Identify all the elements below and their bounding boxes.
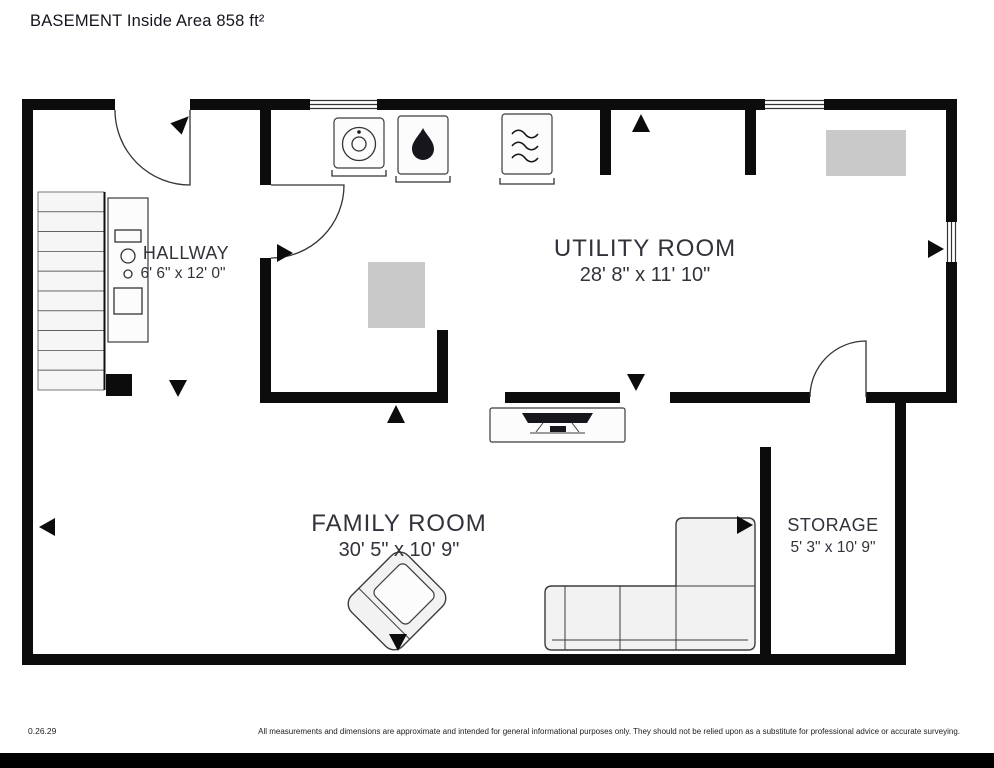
- wall: [946, 99, 957, 222]
- stair-tread: [37, 369, 105, 391]
- windows: [310, 99, 957, 262]
- disclaimer-text: All measurements and dimensions are appr…: [258, 727, 960, 736]
- stair-tread: [37, 211, 105, 233]
- door-icon: [114, 109, 191, 186]
- door-icon: [809, 340, 867, 398]
- wall: [866, 392, 957, 403]
- shelving-icon: [107, 197, 149, 343]
- wall: [437, 330, 448, 403]
- window-icon: [310, 99, 377, 110]
- bottom-bar: [0, 753, 994, 768]
- wall: [22, 99, 115, 110]
- walls: [22, 99, 957, 665]
- wall: [946, 262, 957, 403]
- washer-icon: [331, 117, 387, 177]
- stairs-icon: [37, 191, 106, 391]
- wall: [22, 99, 33, 665]
- armchair-icon: [347, 551, 447, 651]
- room-name-utility: UTILITY ROOM: [554, 235, 736, 262]
- direction-arrow-icon: [737, 516, 753, 534]
- stair-tread: [37, 250, 105, 272]
- direction-arrow-icon: [928, 240, 944, 258]
- room-dims-utility: 28' 8" x 11' 10": [580, 264, 710, 286]
- direction-arrow-icon: [627, 374, 645, 391]
- wall: [260, 392, 448, 403]
- wall: [260, 110, 271, 185]
- sectional-sofa-icon: [544, 517, 756, 651]
- tv-console-icon: [489, 407, 626, 443]
- direction-arrow-icon: [170, 116, 189, 135]
- plan-version: 0.26.29: [28, 726, 57, 736]
- wall: [505, 392, 620, 403]
- stair-tread: [37, 349, 105, 371]
- window-icon: [946, 222, 957, 262]
- direction-arrow-icon: [632, 114, 650, 132]
- room-name-storage: STORAGE: [787, 515, 878, 535]
- wall: [895, 403, 906, 665]
- wall: [106, 374, 132, 396]
- room-dims-storage: 5' 3" x 10' 9": [790, 539, 875, 556]
- wall: [745, 110, 756, 175]
- stair-tread: [37, 330, 105, 351]
- room-name-hallway: HALLWAY: [143, 243, 229, 263]
- wall: [760, 447, 771, 654]
- equipment-icon: [368, 262, 425, 328]
- stair-tread: [37, 290, 105, 312]
- room-labels: HALLWAY 6' 6" x 12' 0" UTILITY ROOM 28' …: [140, 235, 878, 561]
- room-name-family: FAMILY ROOM: [311, 510, 486, 537]
- direction-arrow-icon: [389, 634, 407, 651]
- direction-arrow-icon: [39, 518, 55, 536]
- stair-tread: [37, 191, 105, 213]
- direction-arrow-icon: [387, 405, 405, 423]
- wall: [600, 110, 611, 175]
- room-dims-family: 30' 5" x 10' 9": [339, 539, 460, 561]
- direction-arrow-icon: [169, 380, 187, 397]
- furnace-icon: [499, 113, 555, 185]
- wall: [260, 258, 271, 403]
- direction-arrows: [39, 114, 944, 651]
- wall: [377, 99, 765, 110]
- room-dims-hallway: 6' 6" x 12' 0": [140, 265, 225, 282]
- wall: [190, 99, 310, 110]
- wall: [22, 654, 906, 665]
- wall: [670, 392, 810, 403]
- plan-title: BASEMENT Inside Area 858 ft²: [30, 12, 265, 30]
- window-icon: [765, 99, 824, 110]
- stair-tread: [37, 231, 105, 252]
- wall: [824, 99, 957, 110]
- direction-arrow-icon: [277, 244, 293, 262]
- equipment-icon: [826, 130, 906, 176]
- stair-tread: [37, 270, 105, 292]
- stair-tread: [37, 310, 105, 331]
- floor-plan: HALLWAY 6' 6" x 12' 0" UTILITY ROOM 28' …: [22, 99, 957, 665]
- water-heater-icon: [395, 115, 451, 183]
